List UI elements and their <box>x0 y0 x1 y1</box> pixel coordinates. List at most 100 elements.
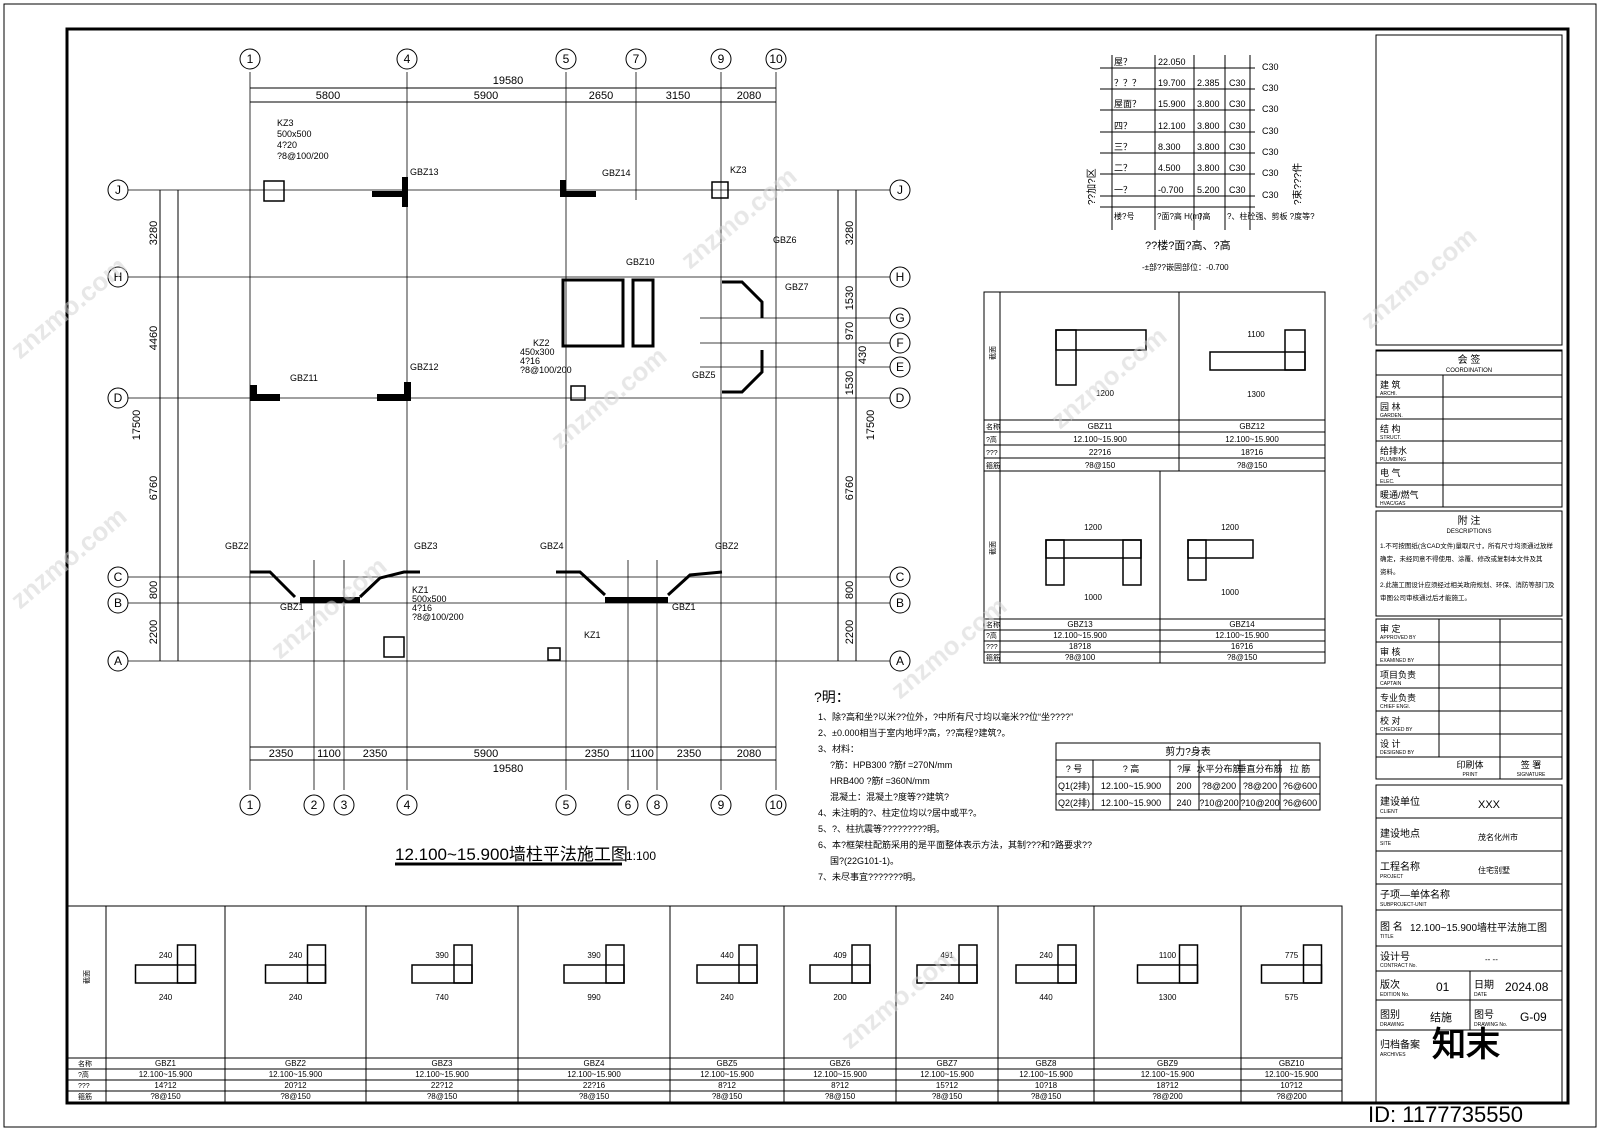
section-dim: 240 <box>940 993 954 1002</box>
project-en: PROJECT <box>1380 874 1403 880</box>
axis-label: 10 <box>769 798 783 812</box>
drawing-value: 结施 <box>1430 1011 1452 1024</box>
unit-en: SUBPROJECT-UNIT <box>1380 902 1427 908</box>
section-label: 截面 <box>988 541 997 555</box>
floor-concrete: C30 <box>1229 185 1246 195</box>
discipline-cn: 园 林 <box>1380 401 1401 412</box>
section-bars: 22?16 <box>583 1081 606 1090</box>
design-notes: ?明： 1、除?高和坐?以米??位外，?中所有尺寸均以毫米??位“坐????”2… <box>814 689 1092 882</box>
floor-height: 3.800 <box>1197 99 1220 109</box>
floor-header: ?高 <box>1198 211 1210 221</box>
axis-bubble: 9 <box>710 794 732 816</box>
row-elev: ?高 <box>986 435 997 444</box>
note-line: 4、未注明的?、柱定位均以?居中或平?。 <box>818 807 982 818</box>
notes-title: ?明： <box>814 689 850 705</box>
row-elev: ?高 <box>986 631 997 640</box>
label-gbz11: GBZ11 <box>290 373 318 383</box>
floor-elev: 12.100 <box>1158 121 1186 131</box>
axis-bubble: D <box>889 387 911 409</box>
label-gbz4: GBZ4 <box>540 541 564 551</box>
bottom-row-label: ?高 <box>78 1070 89 1079</box>
axis-bubble: 7 <box>625 48 647 70</box>
discipline-cn: 电 气 <box>1380 467 1401 478</box>
site-label: 建设地点 <box>1380 827 1420 840</box>
signer-en: DESIGNED BY <box>1380 750 1415 756</box>
discipline-en: HVAC/GAS <box>1380 501 1406 507</box>
gbz14-name: GBZ14 <box>1229 620 1255 629</box>
discipline-cn: 建 筑 <box>1380 379 1401 390</box>
client-en: CLIENT <box>1380 809 1398 815</box>
axis-bubble: D <box>107 387 129 409</box>
axis-label: J <box>115 183 121 197</box>
section-name: GBZ9 <box>1157 1059 1178 1068</box>
gbz13-dim: 1200 <box>1084 523 1102 532</box>
shear-header: 水平分布筋 <box>1196 763 1241 774</box>
sign-en: SIGNATURE <box>1517 772 1546 778</box>
tb-note-line: 资料。 <box>1380 567 1400 576</box>
site-value: 茂名化州市 <box>1478 832 1518 842</box>
tb-note-line: 1.不可按图纸(含CAD文件)量取尺寸，所有尺寸均须通过放样 <box>1380 541 1553 550</box>
axis-bubble: E <box>889 356 911 378</box>
floor-elev: 15.900 <box>1158 99 1186 109</box>
signer-en: EXAMINED BY <box>1380 658 1415 664</box>
overall-dim-bottom: 19580 <box>493 763 524 775</box>
title-value: 12.100~15.900墙柱平法施工图 <box>1410 921 1547 934</box>
section-name: GBZ6 <box>830 1059 851 1068</box>
outer-frame <box>3 3 1597 1128</box>
section-elev: 12.100~15.900 <box>813 1070 867 1079</box>
discipline-cn: 结 构 <box>1380 423 1401 434</box>
bottom-row-label: 箍筋 <box>78 1092 92 1101</box>
floor-concrete-right: C30 <box>1262 62 1279 72</box>
left-dim: 4460 <box>148 326 160 350</box>
drawing-label: 图别 <box>1380 1009 1400 1021</box>
title-en: TITLE <box>1380 934 1394 940</box>
axis-bubble: 5 <box>555 48 577 70</box>
contract-value: -- -- <box>1485 955 1498 964</box>
floor-name: 屋？ <box>1114 57 1132 67</box>
right-total: 17500 <box>865 410 877 441</box>
section-elev: 12.100~15.900 <box>920 1070 974 1079</box>
section-stirrups: ?8@150 <box>579 1092 610 1101</box>
section-elev: 12.100~15.900 <box>700 1070 754 1079</box>
tb-notes-sub: DESCRIPTIONS <box>1446 529 1491 535</box>
axis-label: 10 <box>769 52 783 66</box>
row-bars: ??? <box>986 450 998 457</box>
floor-name: 二？ <box>1114 163 1132 173</box>
label-gbz10: GBZ10 <box>626 257 655 267</box>
axis-bubble: C <box>889 566 911 588</box>
axis-bubble: 6 <box>617 794 639 816</box>
section-dim: 491 <box>940 951 954 960</box>
archive-label: 归档备案 <box>1380 1038 1420 1051</box>
bottom-row-label: ??? <box>78 1083 90 1090</box>
axis-bubble: B <box>889 592 911 614</box>
shear-cell: ?10@200 <box>1240 798 1279 808</box>
axis-bubble: 10 <box>765 794 787 816</box>
gbz14-dim: 1000 <box>1221 588 1239 597</box>
section-dim: 390 <box>587 951 601 960</box>
axis-label: C <box>896 570 905 584</box>
top-dim: 2650 <box>589 90 613 102</box>
note-line: 3、材料： <box>818 743 859 754</box>
label-kz3-size: 500x500 <box>277 129 312 139</box>
section-bars: 10?12 <box>1280 1081 1303 1090</box>
shear-cell: 240 <box>1176 798 1191 808</box>
section-shape <box>1057 944 1077 984</box>
axis-bubble: F <box>889 332 911 354</box>
section-dim: 440 <box>720 951 734 960</box>
floor-name: 三？ <box>1114 142 1132 152</box>
section-name: GBZ1 <box>155 1059 176 1068</box>
row-stir: 箍筋 <box>986 653 1000 662</box>
tb-notes-title: 附 注 <box>1458 514 1481 527</box>
axis-label: C <box>114 570 123 584</box>
